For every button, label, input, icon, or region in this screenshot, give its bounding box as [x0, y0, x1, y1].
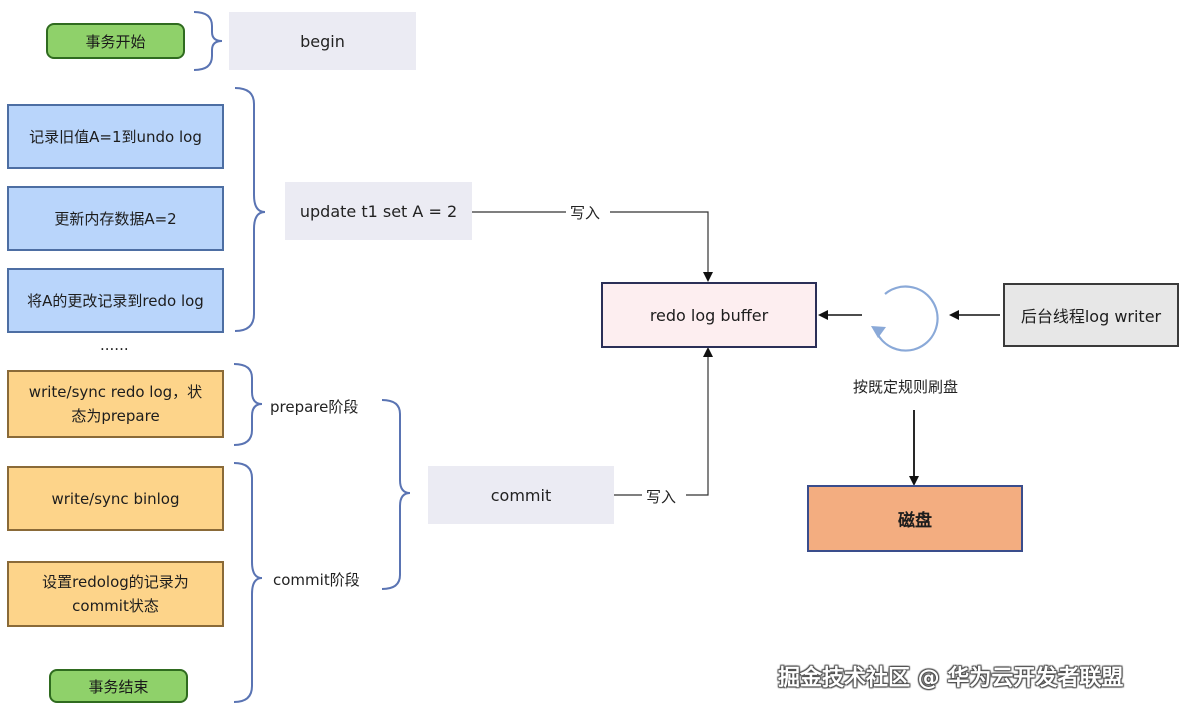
log-writer-box: 后台线程log writer — [1003, 283, 1179, 347]
redo-log-buffer-label: redo log buffer — [649, 305, 769, 325]
prepare-phase-label: prepare阶段 — [270, 398, 359, 416]
write-label-commit: 写入 — [646, 488, 677, 506]
transaction-start-pill: 事务开始 — [46, 23, 185, 59]
step-commit-status-line2: commit状态 — [72, 597, 159, 615]
step-update-memory-label: 更新内存数据A=2 — [54, 210, 177, 228]
ellipsis: ...... — [100, 336, 129, 354]
disk-box: 磁盘 — [807, 485, 1023, 552]
log-writer-label: 后台线程log writer — [1020, 307, 1162, 326]
brace-update — [234, 87, 266, 332]
brace-commit — [381, 399, 411, 590]
update-statement-box: update t1 set A = 2 — [285, 182, 472, 240]
begin-label: begin — [300, 31, 345, 51]
refresh-cycle-icon — [871, 285, 939, 352]
step-undo-log-label: 记录旧值A=1到undo log — [29, 128, 202, 146]
begin-box: begin — [229, 12, 416, 70]
transaction-start-label: 事务开始 — [85, 32, 146, 51]
update-statement-label: update t1 set A = 2 — [299, 201, 458, 221]
step-redo-log-label: 将A的更改记录到redo log — [27, 292, 204, 310]
watermark: 掘金技术社区 @ 华为云开发者联盟 — [778, 666, 1124, 691]
brace-begin — [193, 11, 223, 71]
step-redo-log: 将A的更改记录到redo log — [7, 268, 224, 333]
step-prepare-line2: 态为prepare — [71, 407, 160, 425]
arrow-commit-to-buffer — [614, 347, 713, 496]
commit-label: commit — [490, 485, 552, 505]
step-binlog-label: write/sync binlog — [51, 489, 180, 508]
step-prepare-line1: write/sync redo log，状 — [28, 383, 203, 401]
step-commit-status-line1: 设置redolog的记录为 — [42, 573, 189, 591]
brace-prepare — [233, 363, 263, 446]
brace-commit-phase — [233, 462, 263, 703]
commit-phase-label: commit阶段 — [273, 571, 360, 589]
transaction-end-pill: 事务结束 — [49, 669, 188, 703]
step-update-memory: 更新内存数据A=2 — [7, 186, 224, 251]
redo-log-buffer-box: redo log buffer — [601, 282, 817, 348]
step-commit-status: 设置redolog的记录为 commit状态 — [7, 561, 224, 627]
step-binlog: write/sync binlog — [7, 466, 224, 531]
arrow-update-to-buffer — [472, 211, 713, 282]
transaction-end-label: 事务结束 — [88, 677, 149, 696]
flush-rule-label: 按既定规则刷盘 — [853, 378, 959, 396]
disk-label: 磁盘 — [898, 511, 932, 531]
step-prepare: write/sync redo log，状 态为prepare — [7, 370, 224, 438]
write-label-update: 写入 — [570, 204, 601, 222]
commit-box: commit — [428, 466, 614, 524]
step-undo-log: 记录旧值A=1到undo log — [7, 104, 224, 169]
